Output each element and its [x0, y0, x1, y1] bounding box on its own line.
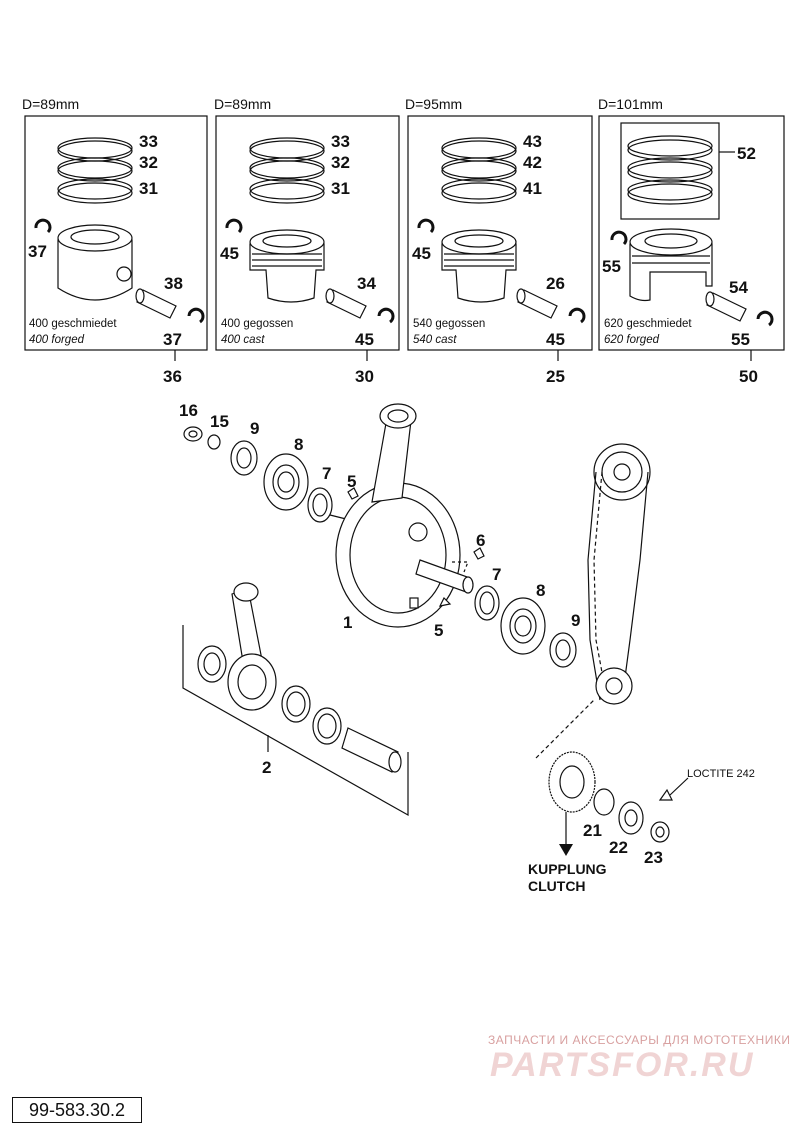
- panel-2-piston-icon: [249, 229, 325, 303]
- label-16: 16: [179, 401, 198, 420]
- clutch-label-de: KUPPLUNG: [528, 861, 607, 877]
- piston-panel-4: D=101mm 52 55 54 620 geschmiedet 6: [598, 96, 785, 386]
- panel-4-ring-set: 52: [737, 144, 756, 163]
- panel-4-circlip-right-icon: [756, 310, 774, 327]
- panel-3-rings-icon: [441, 137, 517, 204]
- watermark-line1: ЗАПЧАСТИ И АКСЕССУАРЫ ДЛЯ МОТОТЕХНИКИ: [488, 1033, 790, 1047]
- panel-2-circlip-right: 45: [355, 330, 374, 349]
- crank-right-parts: [474, 585, 577, 668]
- panel-1-pin: 38: [164, 274, 183, 293]
- panel-1-caption-de: 400 geschmiedet: [29, 318, 117, 330]
- panel-4-pin-icon: [705, 291, 747, 322]
- connecting-rod-kit-icon: [182, 582, 409, 817]
- panel-4-caption-en: 620 forged: [604, 334, 660, 346]
- document-number: 99-583.30.2: [12, 1097, 142, 1123]
- panel-3-diameter: D=95mm: [405, 96, 462, 112]
- label-6: 6: [476, 531, 485, 550]
- panel-1-assembly: 36: [163, 367, 182, 386]
- panel-3-pin: 26: [546, 274, 565, 293]
- panel-2-ring-bottom: 31: [331, 179, 350, 198]
- label-1: 1: [343, 613, 352, 632]
- panel-1-circlip-left-icon: [34, 218, 52, 234]
- panel-1-ring-top: 33: [139, 132, 158, 151]
- label-8-right: 8: [536, 581, 545, 600]
- panel-2-frame: [215, 115, 400, 351]
- panel-3-caption-de: 540 gegossen: [413, 318, 485, 330]
- crankshaft-icon: [329, 403, 474, 628]
- label-5-top: 5: [347, 472, 356, 491]
- piston-panel-3: D=95mm 43 42 41 45 26 540 gegosse: [405, 96, 593, 386]
- panel-2-rings-icon: [249, 137, 325, 204]
- panel-3-frame: [407, 115, 593, 351]
- panel-4-diameter: D=101mm: [598, 96, 663, 112]
- panel-2-circlip-left: 45: [220, 244, 239, 263]
- panel-2-diameter: D=89mm: [214, 96, 271, 112]
- panel-4-frame: [598, 115, 785, 351]
- panel-4-pin: 54: [729, 278, 748, 297]
- panel-2-ring-top: 33: [331, 132, 350, 151]
- panel-2-pin: 34: [357, 274, 376, 293]
- panel-4-rings-icon: [627, 135, 713, 205]
- piston-panel-1: D=89mm 33 32 31 37 38 400 geschmiedet 40…: [22, 96, 208, 386]
- label-15: 15: [210, 412, 229, 431]
- piston-panel-2: D=89mm 33 32 31 45 34 400 gegosse: [214, 96, 400, 386]
- panel-3-circlip-right-icon: [568, 307, 586, 324]
- panel-1-caption-en: 400 forged: [29, 334, 85, 346]
- panel-2-caption-de: 400 gegossen: [221, 318, 293, 330]
- panel-3-circlip-left-icon: [417, 218, 435, 234]
- label-2: 2: [262, 758, 271, 777]
- panel-1-diameter: D=89mm: [22, 96, 79, 112]
- panel-2-circlip-right-icon: [377, 307, 395, 324]
- panel-3-pin-icon: [516, 288, 558, 319]
- panel-3-ring-mid: 42: [523, 153, 542, 172]
- panel-1-ring-mid: 32: [139, 153, 158, 172]
- panel-2-assembly: 30: [355, 367, 374, 386]
- panel-3-circlip-right: 45: [546, 330, 565, 349]
- label-21: 21: [583, 821, 602, 840]
- panel-1-circlip-right: 37: [163, 330, 182, 349]
- panel-1-circlip-left: 37: [28, 242, 47, 261]
- panel-2-circlip-left-icon: [225, 218, 243, 234]
- panel-4-caption-de: 620 geschmiedet: [604, 318, 692, 330]
- panel-3-assembly: 25: [546, 367, 565, 386]
- panel-1-circlip-right-icon: [187, 307, 205, 324]
- panel-3-circlip-left: 45: [412, 244, 431, 263]
- panel-2-caption-en: 400 cast: [221, 334, 265, 346]
- panel-1-ring-bottom: 31: [139, 179, 158, 198]
- panel-4-circlip-left-icon: [610, 230, 628, 246]
- label-23: 23: [644, 848, 663, 867]
- panel-1-rings-icon: [57, 137, 133, 204]
- panel-3-ring-top: 43: [523, 132, 542, 151]
- loctite-note: LOCTITE 242: [687, 768, 755, 780]
- panel-3-caption-en: 540 cast: [413, 334, 457, 346]
- panel-4-assembly: 50: [739, 367, 758, 386]
- panel-4-circlip-left: 55: [602, 257, 621, 276]
- panel-1-frame: [24, 115, 208, 351]
- label-5-bottom: 5: [434, 621, 443, 640]
- crank-left-parts: [183, 426, 359, 523]
- panel-1-pin-icon: [135, 288, 177, 319]
- panel-4-circlip-right: 55: [731, 330, 750, 349]
- panel-2-pin-icon: [325, 288, 367, 319]
- panel-3-ring-bottom: 41: [523, 179, 542, 198]
- label-7-right: 7: [492, 565, 501, 584]
- panel-2-ring-mid: 32: [331, 153, 350, 172]
- label-9-right: 9: [571, 611, 580, 630]
- label-7-left: 7: [322, 464, 331, 483]
- panel-1-piston-icon: [57, 224, 133, 301]
- label-9-left: 9: [250, 419, 259, 438]
- label-8-left: 8: [294, 435, 303, 454]
- panel-4-ring-box: [620, 122, 720, 220]
- label-22: 22: [609, 838, 628, 857]
- panel-4-piston-icon: [629, 228, 713, 302]
- primary-gear-icon: [535, 699, 673, 843]
- timing-chain-icon: [587, 443, 651, 705]
- panel-3-piston-icon: [441, 229, 517, 303]
- clutch-label-en: CLUTCH: [528, 878, 586, 894]
- arrow-down-icon: [559, 812, 573, 856]
- watermark-line2: PARTSFOR.RU: [490, 1046, 754, 1084]
